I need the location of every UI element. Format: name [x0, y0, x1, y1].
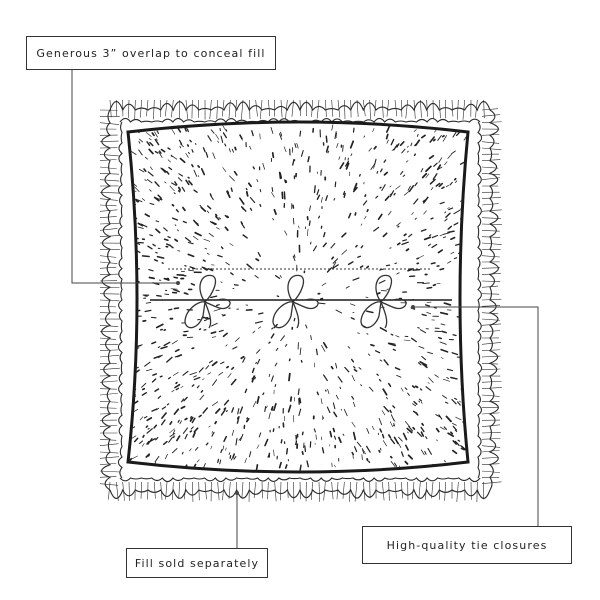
leader-dot-fill [235, 491, 239, 495]
callout-overlap-text: Generous 3” overlap to conceal fill [36, 47, 265, 60]
callout-ties-text: High-quality tie closures [387, 539, 548, 552]
callout-fill: Fill sold separately [126, 548, 268, 578]
leader-dot-ties [411, 305, 415, 309]
callout-fill-text: Fill sold separately [135, 557, 259, 570]
callout-ties: High-quality tie closures [362, 526, 572, 564]
callout-overlap: Generous 3” overlap to conceal fill [26, 36, 276, 70]
leader-dot-overlap [176, 281, 180, 285]
